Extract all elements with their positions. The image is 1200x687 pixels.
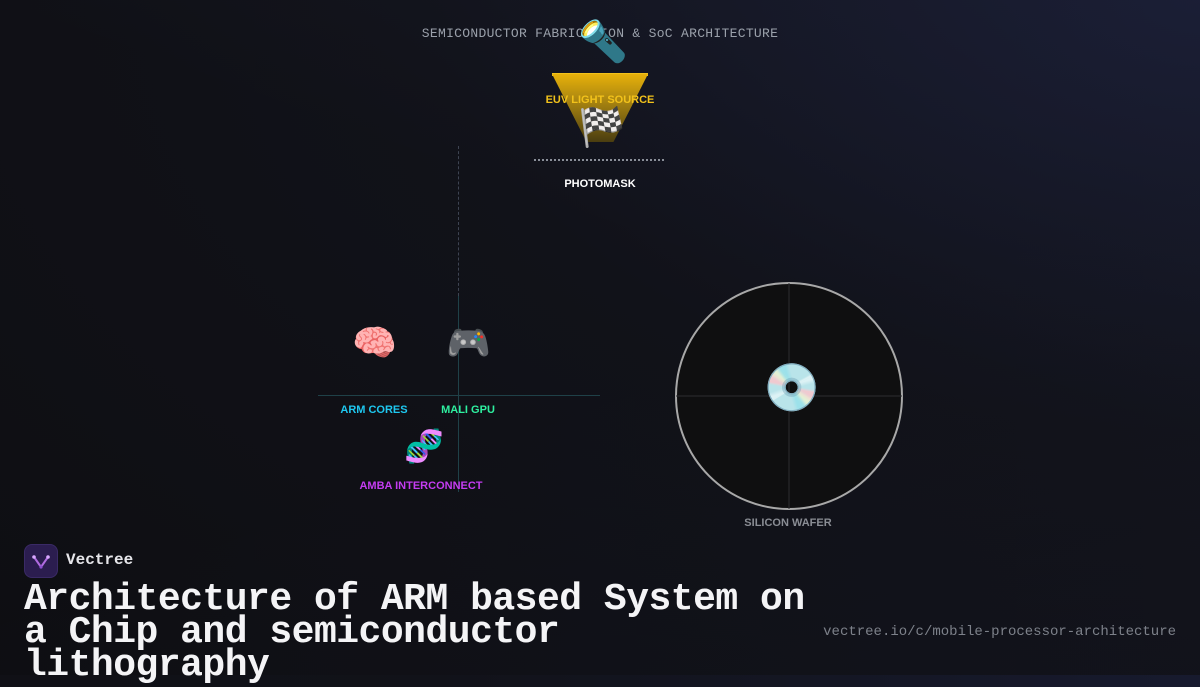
soc-horizontal-axis bbox=[318, 395, 600, 396]
flashlight-icon: 🔦 bbox=[578, 19, 628, 65]
brain-icon: 🧠 bbox=[352, 323, 397, 364]
arm-cores-label: ARM CORES bbox=[340, 404, 408, 416]
diagram-title: SEMICONDUCTOR FABRICATION & SoC ARCHITEC… bbox=[421, 26, 779, 41]
vectree-logo-icon bbox=[24, 544, 58, 578]
silicon-wafer-circle bbox=[675, 282, 903, 510]
silicon-wafer-label: SILICON WAFER bbox=[744, 517, 832, 529]
brand-name: Vectree bbox=[66, 551, 134, 569]
photomask-plane-line bbox=[534, 159, 664, 161]
euv-light-source-label: EUV LIGHT SOURCE bbox=[545, 94, 655, 106]
optical-disc-icon: 💿 bbox=[763, 360, 821, 414]
amba-interconnect-label: AMBA INTERCONNECT bbox=[359, 480, 483, 492]
light-path-dashed-line bbox=[458, 146, 459, 296]
page-headline: Architecture of ARM based System on a Ch… bbox=[24, 578, 805, 687]
gamepad-icon: 🎮 bbox=[446, 323, 491, 364]
photomask-label: PHOTOMASK bbox=[564, 178, 636, 190]
dna-icon: 🧬 bbox=[404, 427, 444, 465]
mali-gpu-label: MALI GPU bbox=[441, 404, 495, 416]
checkered-flag-icon: 🏁 bbox=[578, 105, 626, 149]
soc-vertical-axis bbox=[458, 296, 459, 492]
source-url: vectree.io/c/mobile-processor-architectu… bbox=[823, 624, 1176, 640]
